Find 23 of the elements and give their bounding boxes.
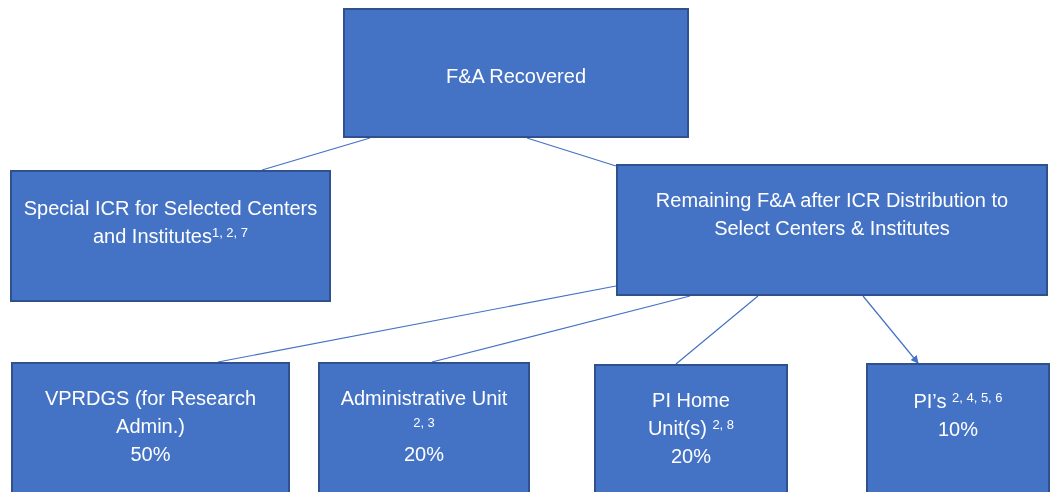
process-box bbox=[616, 164, 1048, 296]
percentage-text: 20% bbox=[404, 442, 444, 467]
connector-line bbox=[526, 137, 617, 167]
connector-line bbox=[217, 285, 617, 363]
box-title: VPRDGS (for Research Admin.) bbox=[43, 386, 258, 439]
process-box bbox=[866, 363, 1050, 492]
process-box bbox=[343, 8, 689, 138]
connector-line bbox=[261, 137, 371, 171]
percentage-text: 20% bbox=[671, 444, 711, 469]
process-box bbox=[11, 362, 290, 492]
box-title: Remaining F&A after ICR Distribution to Select Centers & Institutes bbox=[654, 188, 1010, 241]
process-box bbox=[594, 364, 788, 492]
box-title: PI’s $^{2, 4, 5, 6}$ bbox=[913, 388, 1003, 414]
box-title: F&A Recovered bbox=[445, 64, 587, 89]
arrow bbox=[862, 295, 919, 364]
percentage-text: 50% bbox=[130, 442, 171, 467]
process-box bbox=[318, 362, 530, 492]
connector-line bbox=[431, 295, 691, 363]
percentage-text: 10% bbox=[938, 417, 978, 442]
connector-line bbox=[675, 295, 759, 365]
process-box bbox=[10, 170, 331, 302]
box-title: PI Home Unit(s) $^{2, 8}$ bbox=[646, 388, 736, 441]
box-title: Special ICR for Selected Centers and Institutes$^{1, 2, 7}$ bbox=[22, 196, 319, 249]
